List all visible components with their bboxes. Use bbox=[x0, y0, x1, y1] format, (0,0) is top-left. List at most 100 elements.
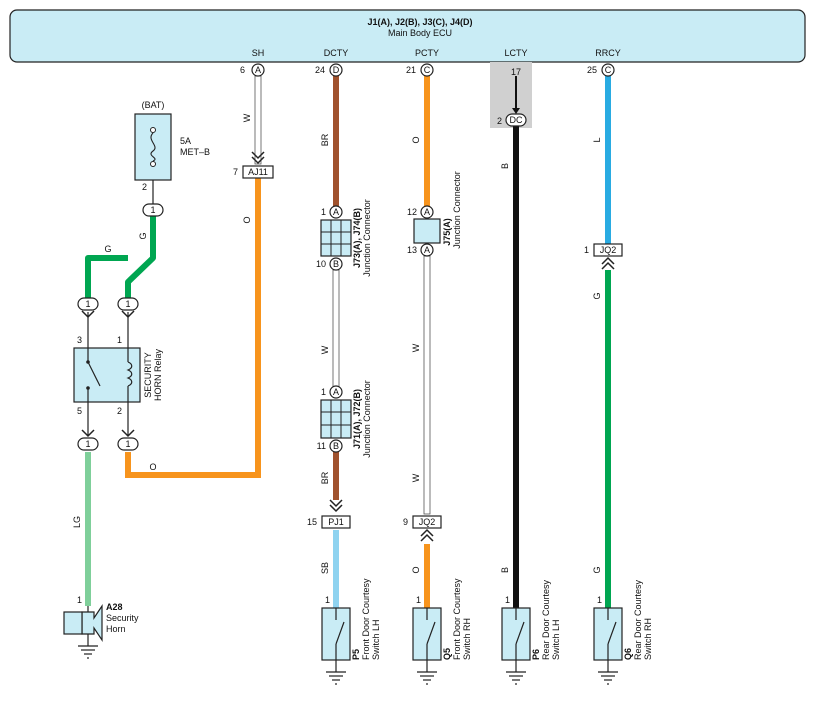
wire-sh-white bbox=[254, 75, 262, 165]
svg-text:A: A bbox=[255, 65, 261, 75]
svg-text:24: 24 bbox=[315, 65, 325, 75]
svg-text:C: C bbox=[605, 65, 612, 75]
terminal-lcty: LCTY bbox=[504, 48, 527, 58]
switch-p6: 1 bbox=[501, 595, 531, 685]
svg-text:C: C bbox=[424, 65, 431, 75]
relay-conn-lower-right: 1 bbox=[117, 429, 139, 451]
svg-text:1: 1 bbox=[597, 595, 602, 605]
ecu-pin-rrcy: 25 C bbox=[587, 63, 615, 77]
svg-text:B: B bbox=[333, 259, 339, 269]
p5-line2: Switch LH bbox=[371, 619, 381, 660]
relay-pin5: 5 bbox=[77, 406, 82, 416]
ecu-pin-sh: 6 A bbox=[240, 63, 265, 77]
wire-sh-orange bbox=[125, 178, 261, 478]
svg-text:1: 1 bbox=[321, 387, 326, 397]
wire-label-o-sh: O bbox=[242, 216, 252, 223]
p5-code: P5 bbox=[351, 649, 361, 660]
wire-dcty-white bbox=[332, 269, 340, 393]
horn-line2: Horn bbox=[106, 624, 126, 634]
terminal-rrcy: RRCY bbox=[595, 48, 621, 58]
svg-text:DC: DC bbox=[510, 115, 523, 125]
security-horn-relay bbox=[73, 347, 141, 403]
wire-label-w-pcty-1: W bbox=[411, 343, 421, 352]
svg-text:D: D bbox=[333, 65, 340, 75]
relay-pin3: 3 bbox=[77, 335, 82, 345]
wire-label-o-pcty-lower: O bbox=[411, 566, 421, 573]
svg-text:1: 1 bbox=[150, 205, 155, 215]
ecu-box bbox=[9, 9, 806, 63]
relay-conn-upper-right: 1 bbox=[117, 297, 139, 319]
fuse-pin: 2 bbox=[142, 182, 147, 192]
q5-line1: Front Door Courtesy bbox=[452, 578, 462, 660]
fuse-connector: 1 bbox=[142, 203, 164, 217]
svg-text:JQ2: JQ2 bbox=[419, 517, 436, 527]
svg-text:11: 11 bbox=[317, 441, 326, 451]
connector-aj11: AJ11 7 bbox=[233, 151, 274, 179]
svg-text:10: 10 bbox=[316, 259, 326, 269]
horn-icon bbox=[63, 604, 103, 659]
relay-conn-lower-left: 1 bbox=[77, 429, 99, 451]
p6-line2: Switch LH bbox=[551, 619, 561, 660]
ecu-pin-lcty: 17 2 DC bbox=[497, 67, 527, 127]
wire-label-w-pcty-2: W bbox=[411, 473, 421, 482]
wire-label-br-upper: BR bbox=[320, 133, 330, 146]
wire-pcty-white bbox=[423, 255, 431, 515]
relay-pin1: 1 bbox=[117, 335, 122, 345]
wire-label-o-relay: O bbox=[149, 462, 156, 472]
wire-label-lg: LG bbox=[72, 516, 82, 528]
q5-code: Q5 bbox=[442, 648, 452, 660]
svg-text:AJ11: AJ11 bbox=[248, 167, 268, 177]
svg-text:15: 15 bbox=[307, 517, 317, 527]
svg-text:6: 6 bbox=[240, 65, 245, 75]
svg-text:PJ1: PJ1 bbox=[328, 517, 344, 527]
svg-text:JQ2: JQ2 bbox=[600, 245, 617, 255]
svg-text:7: 7 bbox=[233, 167, 238, 177]
wire-label-g-fuse: G bbox=[138, 232, 148, 239]
wire-label-o-pcty: O bbox=[411, 136, 421, 143]
svg-text:1: 1 bbox=[125, 299, 130, 309]
switch-q6: 1 bbox=[593, 595, 623, 685]
svg-text:A: A bbox=[333, 207, 339, 217]
horn-line1: Security bbox=[106, 613, 139, 623]
bat-label: (BAT) bbox=[142, 100, 165, 110]
connector-jq2-front: JQ2 9 bbox=[403, 515, 442, 542]
j75-desc: Junction Connector bbox=[452, 171, 462, 249]
ecu-pin-dcty: 24 D bbox=[315, 63, 343, 77]
svg-text:2: 2 bbox=[497, 116, 502, 126]
wire-label-b-lower: B bbox=[500, 567, 510, 573]
j71-desc: Junction Connector bbox=[362, 380, 372, 458]
wire-relay-green bbox=[85, 216, 156, 298]
svg-text:1: 1 bbox=[85, 299, 90, 309]
wire-label-b-upper: B bbox=[500, 163, 510, 169]
svg-text:A: A bbox=[424, 245, 430, 255]
relay-conn-upper-left: 1 bbox=[77, 297, 99, 319]
connector-jq2-rear: JQ2 1 bbox=[584, 243, 623, 270]
lcty-arrow bbox=[512, 108, 520, 114]
j73-code: J73(A), J74(B) bbox=[352, 208, 362, 268]
junction-j75: A 12 A 13 bbox=[407, 205, 441, 257]
fuse-rating: 5A bbox=[180, 136, 191, 146]
connector-pj1: PJ1 15 bbox=[307, 499, 351, 529]
p6-code: P6 bbox=[531, 649, 541, 660]
svg-text:13: 13 bbox=[407, 245, 417, 255]
terminal-dcty: DCTY bbox=[324, 48, 349, 58]
fuse-name: MET–B bbox=[180, 147, 210, 157]
wire-label-g-relay: G bbox=[104, 244, 111, 254]
horn-code: A28 bbox=[106, 602, 123, 612]
svg-text:1: 1 bbox=[85, 439, 90, 449]
q6-line2: Switch RH bbox=[643, 618, 653, 660]
wire-label-sb: SB bbox=[320, 562, 330, 574]
j75-code: J75(A) bbox=[442, 218, 452, 246]
switch-p5: 1 bbox=[321, 595, 351, 685]
j73-desc: Junction Connector bbox=[362, 199, 372, 277]
svg-text:21: 21 bbox=[406, 65, 416, 75]
svg-text:1: 1 bbox=[321, 207, 326, 217]
svg-text:1: 1 bbox=[125, 439, 130, 449]
svg-text:B: B bbox=[333, 441, 339, 451]
p6-line1: Rear Door Courtesy bbox=[541, 579, 551, 660]
svg-text:A: A bbox=[424, 207, 430, 217]
terminal-pcty: PCTY bbox=[415, 48, 439, 58]
junction-j71-j72: A 1 B 11 bbox=[317, 385, 352, 453]
